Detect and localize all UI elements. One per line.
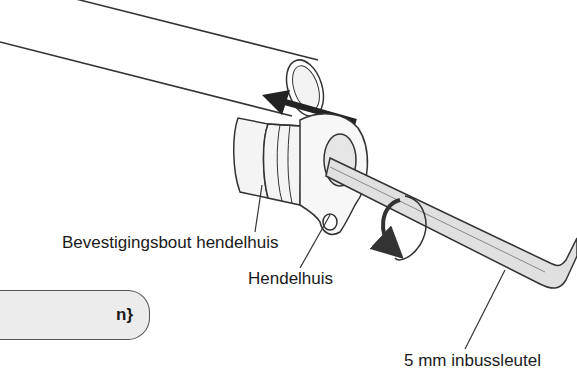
bolt xyxy=(234,118,302,205)
tab-text: n} xyxy=(116,305,149,325)
part-label: Hendelhuis xyxy=(246,270,335,289)
handlebar-tube xyxy=(0,0,330,121)
hex-key xyxy=(326,158,577,288)
section-tab: n} xyxy=(0,290,150,340)
rotation-arrow xyxy=(383,196,426,260)
part-label: 5 mm inbussleutel xyxy=(402,352,543,371)
leader-lines xyxy=(255,185,505,349)
part-label: Bevestigingsbout hendelhuis xyxy=(60,234,280,253)
